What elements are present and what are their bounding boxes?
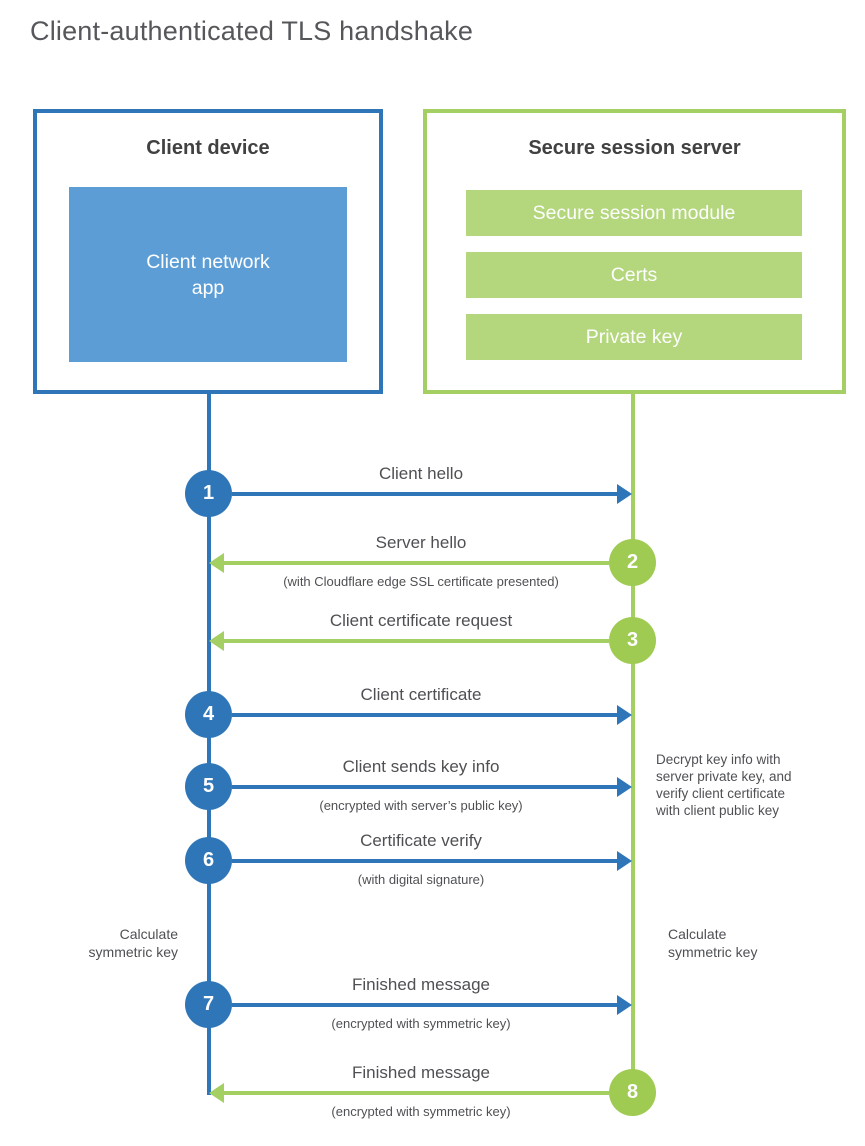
step-5-arrow: [232, 777, 632, 797]
step-7-label: Finished message: [352, 975, 490, 994]
client-network-app-box: Client network app: [69, 187, 347, 362]
client-device-box: Client device Client network app: [33, 109, 383, 394]
decrypt-note-line1: Decrypt key info with: [656, 752, 781, 767]
step-1-number: 1: [202, 482, 215, 504]
step-2-label: Server hello: [375, 533, 467, 552]
server-module-secure-session: Secure session module: [466, 190, 802, 236]
decrypt-note-line2: server private key, and: [656, 769, 792, 784]
calc-left-line2: symmetric key: [88, 943, 178, 960]
calc-symmetric-key-right: Calculate symmetric key: [668, 926, 806, 961]
step-7-number: 7: [202, 993, 215, 1015]
server-lifeline: [631, 394, 635, 1094]
client-app-label-line2: app: [191, 276, 225, 299]
step-4-arrow: [232, 705, 632, 725]
step-8-number: 8: [626, 1081, 639, 1103]
step-2-number: 2: [626, 551, 639, 573]
client-app-label-line1: Client network: [146, 250, 270, 273]
step-8-circle: 8: [609, 1069, 656, 1116]
server-title: Secure session server: [528, 137, 741, 159]
step-2-circle: 2: [609, 539, 656, 586]
step-8-subtitle: (encrypted with symmetric key): [331, 1104, 511, 1119]
step-3-number: 3: [626, 629, 639, 651]
step-1-arrow: [232, 484, 632, 504]
step-6-arrow: [232, 851, 632, 871]
step-6-label: Certificate verify: [360, 831, 482, 850]
step-1-circle: 1: [185, 470, 232, 517]
step-7-arrow: [232, 995, 632, 1015]
decrypt-note-line4: with client public key: [656, 803, 780, 818]
step-5-label: Client sends key info: [342, 757, 500, 776]
calc-symmetric-key-left: Calculate symmetric key: [40, 926, 178, 961]
step-8-arrow: [209, 1083, 609, 1103]
step-2-arrow: [209, 553, 609, 573]
calc-right-line2: symmetric key: [668, 943, 758, 960]
step-6-circle: 6: [185, 837, 232, 884]
secure-session-server-box: Secure session server Secure session mod…: [423, 109, 846, 394]
step-2-subtitle: (with Cloudflare edge SSL certificate pr…: [283, 574, 559, 589]
step-3-circle: 3: [609, 617, 656, 664]
step-3-arrow: [209, 631, 609, 651]
step-5-subtitle: (encrypted with server’s public key): [319, 798, 523, 813]
step-7-circle: 7: [185, 981, 232, 1028]
calc-right-line1: Calculate: [668, 926, 727, 942]
server-module-certs: Certs: [466, 252, 802, 298]
step-5-circle: 5: [185, 763, 232, 810]
step-3-label: Client certificate request: [329, 611, 513, 630]
step-6-number: 6: [202, 849, 215, 871]
step-4-number: 4: [202, 703, 215, 725]
server-module-private-key: Private key: [466, 314, 802, 360]
step-7-subtitle: (encrypted with symmetric key): [331, 1016, 511, 1031]
decrypt-note-line3: verify client certificate: [656, 786, 786, 801]
step-4-label: Client certificate: [360, 685, 482, 704]
page-title: Client-authenticated TLS handshake: [30, 16, 474, 46]
client-lifeline: [207, 394, 211, 1095]
client-device-title: Client device: [146, 137, 270, 159]
decrypt-key-note: Decrypt key info with server private key…: [656, 751, 836, 819]
step-5-number: 5: [202, 775, 215, 797]
calc-left-line1: Calculate: [119, 926, 178, 942]
step-1-label: Client hello: [378, 464, 464, 483]
step-6-subtitle: (with digital signature): [357, 872, 485, 887]
step-4-circle: 4: [185, 691, 232, 738]
step-8-label: Finished message: [352, 1063, 490, 1082]
